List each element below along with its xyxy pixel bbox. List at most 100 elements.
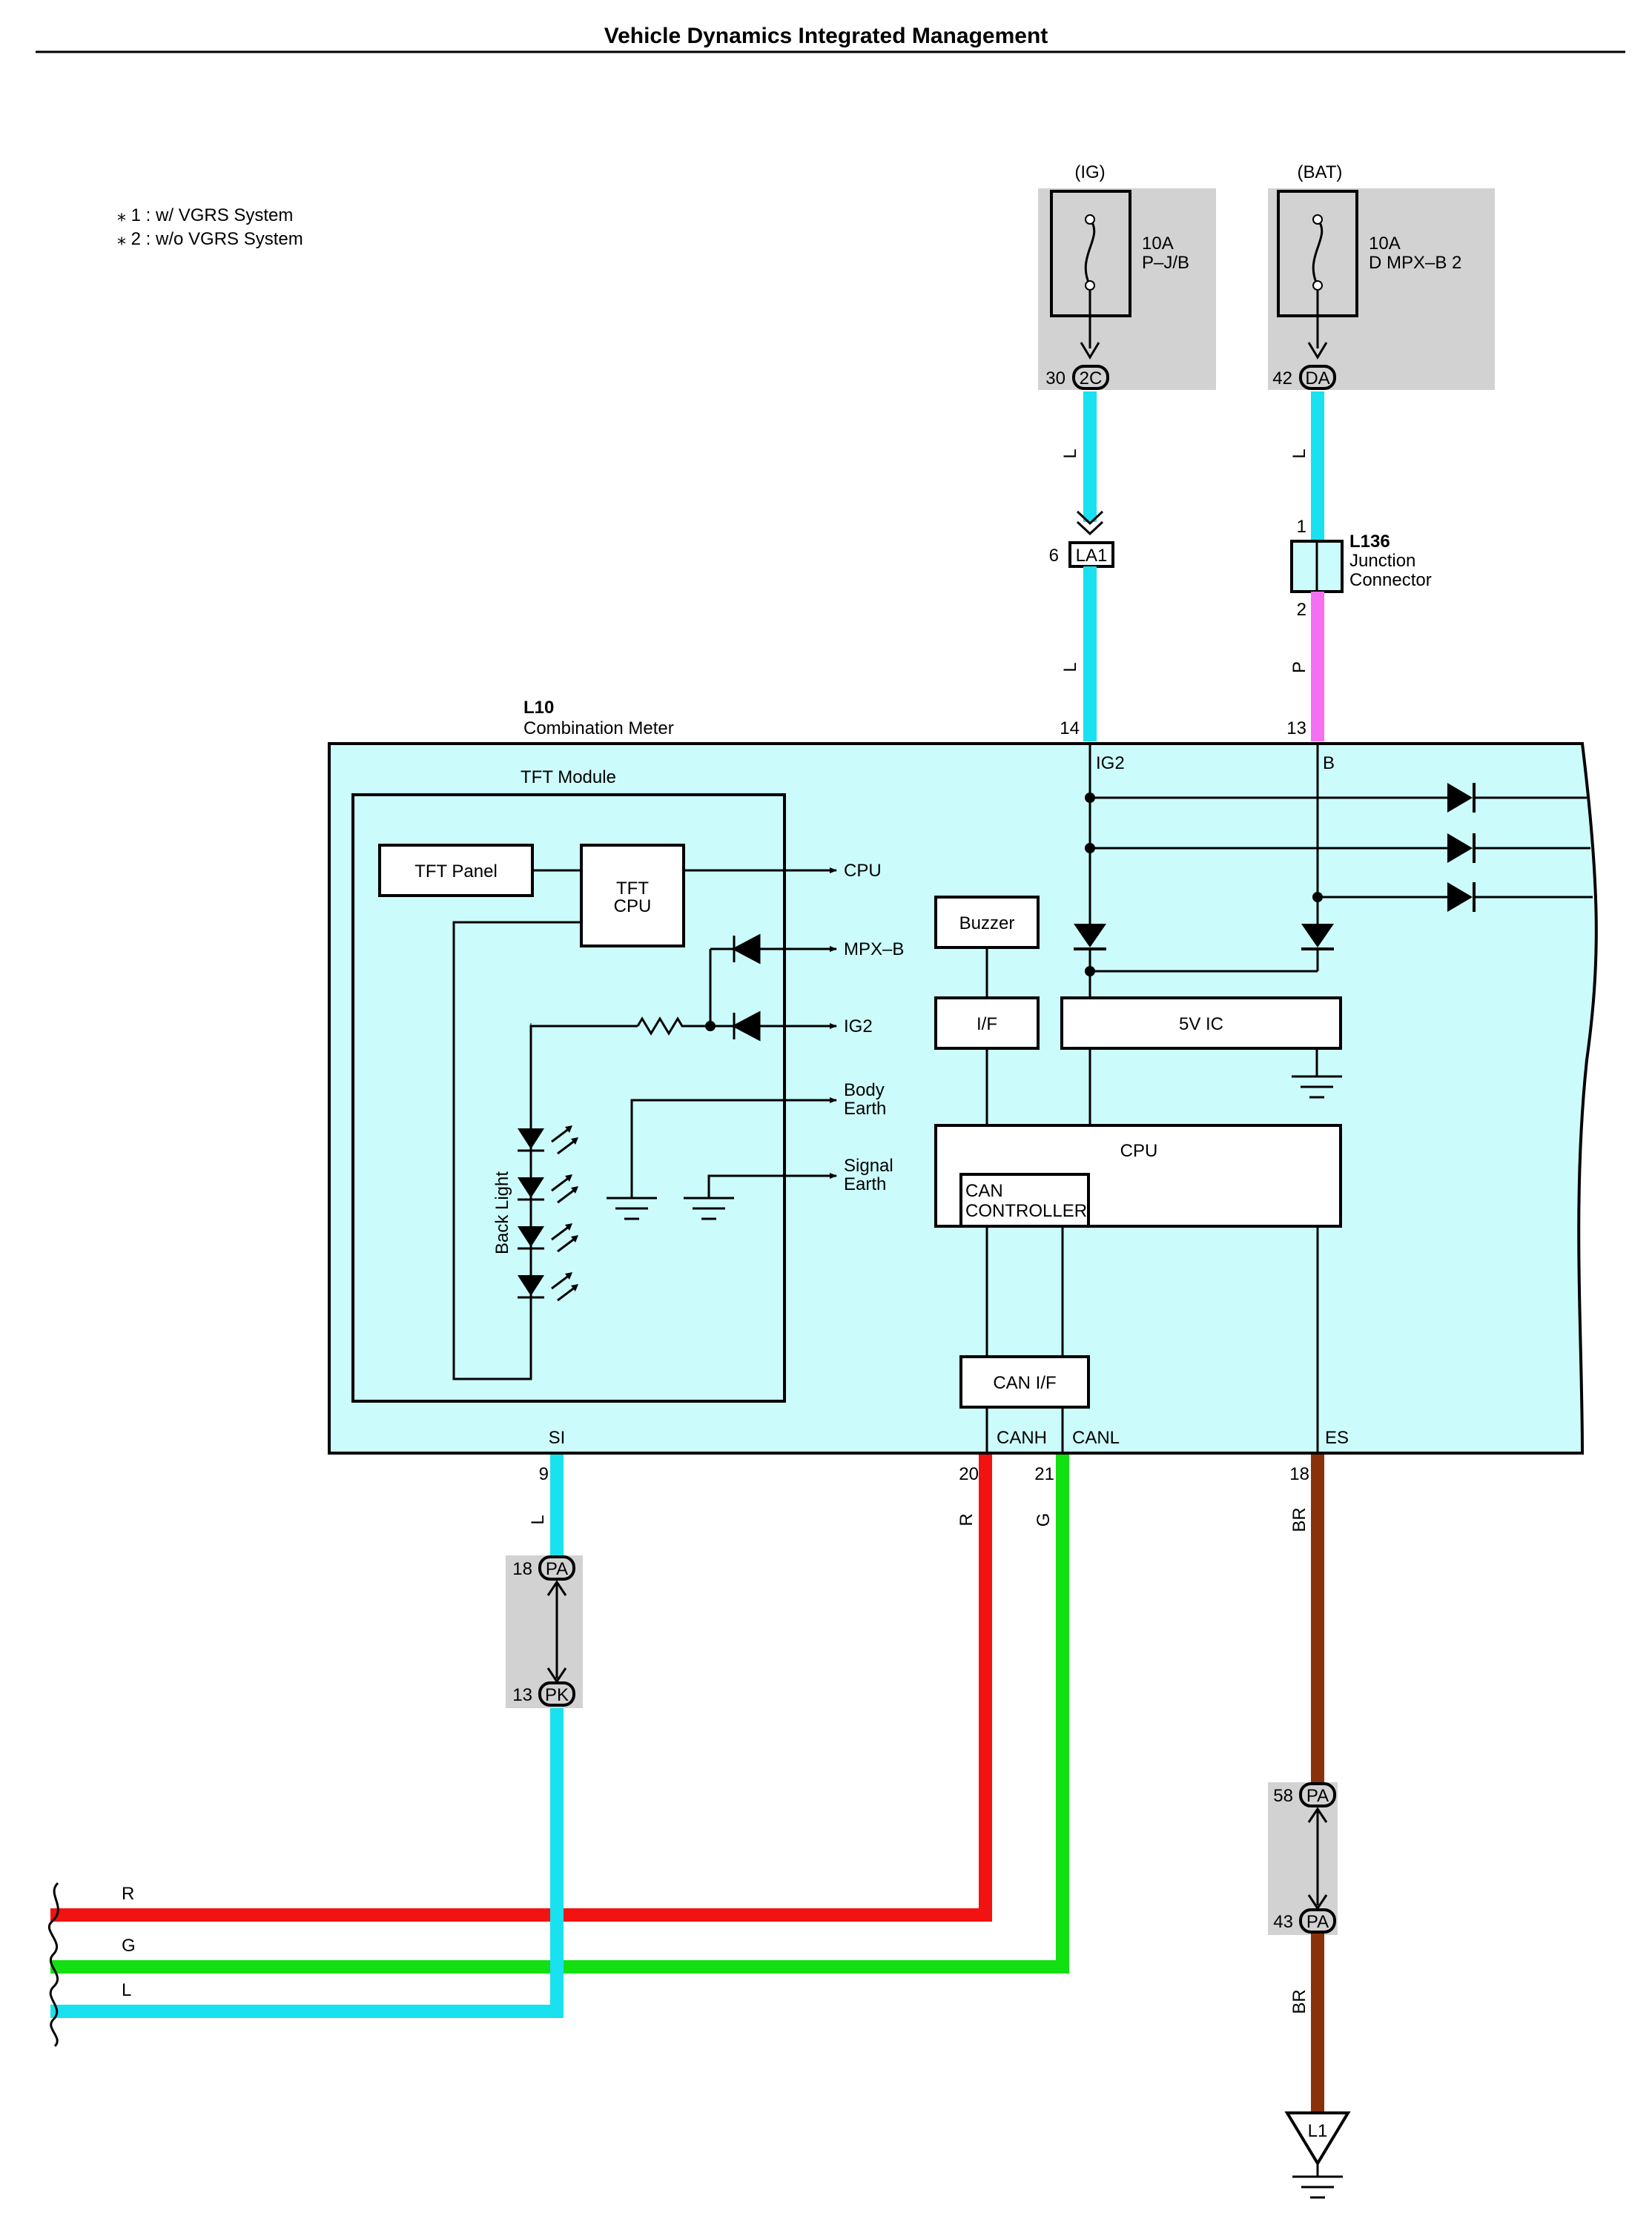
tft-cpu-label-2: CPU bbox=[614, 896, 652, 916]
bus-label-l: L bbox=[122, 1980, 131, 2000]
can-controller-box bbox=[959, 1173, 1090, 1228]
fuse-ig-icon bbox=[1084, 219, 1096, 286]
tft-out-signal-earth-1: Signal bbox=[844, 1156, 893, 1176]
la1-connector bbox=[1068, 541, 1114, 568]
fuse-ig-name: P–J/B bbox=[1142, 253, 1189, 273]
meter-label-canh: CANH bbox=[997, 1428, 1047, 1448]
wire-bat-lower-color: P bbox=[1289, 661, 1309, 673]
wire-bat-upper-color: L bbox=[1289, 449, 1309, 458]
tft-cpu bbox=[580, 844, 685, 947]
fuse-bat-pin: 42 bbox=[1272, 368, 1292, 388]
si-connector-upper-pin: 18 bbox=[512, 1559, 532, 1579]
es-connector-lower-label: PA bbox=[1306, 1912, 1329, 1932]
tft-out-signal-earth-2: Earth bbox=[844, 1174, 886, 1194]
ground-l1-label: L1 bbox=[1308, 2121, 1328, 2141]
resistor bbox=[636, 1016, 710, 1036]
tft-out-cpu: CPU bbox=[844, 861, 882, 881]
backlight-loop bbox=[452, 921, 581, 1380]
si-connector-upper-label: PA bbox=[546, 1559, 568, 1579]
meter-label-si: SI bbox=[549, 1428, 566, 1448]
back-light-label: Back Light bbox=[492, 1171, 512, 1254]
fuse-bat-supply: (BAT) bbox=[1298, 162, 1343, 182]
ground-l1-icon bbox=[1292, 2163, 1343, 2199]
si-connector-bg bbox=[506, 1555, 583, 1708]
fuse-bat-rating: 10A bbox=[1369, 234, 1401, 254]
body-earth-ground-icon bbox=[607, 1197, 657, 1220]
wire-si-bus-joint bbox=[550, 1898, 564, 2018]
wire-ig-lower bbox=[1083, 566, 1097, 741]
can-if-label: CAN I/F bbox=[993, 1373, 1056, 1393]
l136-pin-out: 2 bbox=[1297, 600, 1306, 620]
note-no-vgrs: ⁎ 2 : w/o VGRS System bbox=[117, 229, 303, 249]
meter-pin-si: 9 bbox=[539, 1464, 549, 1484]
tft-out-body-earth-1: Body bbox=[844, 1080, 885, 1100]
tft-out-mpxb: MPX–B bbox=[844, 939, 904, 959]
can-controller-label-2: CONTROLLER bbox=[965, 1201, 1087, 1221]
cpu-label: CPU bbox=[1120, 1141, 1158, 1161]
meter-id: L10 bbox=[523, 698, 554, 718]
fuse-bat-background bbox=[1268, 188, 1495, 390]
buzzer-label: Buzzer bbox=[959, 913, 1015, 933]
fuse-ig-group: (IG) 10A P–J/B 2C 30 bbox=[1038, 162, 1216, 390]
tft-out-body-earth-2: Earth bbox=[844, 1099, 886, 1119]
fuse-ig-connector bbox=[1072, 365, 1109, 390]
tft-panel-label: TFT Panel bbox=[414, 861, 498, 881]
meter-label-ig2: IG2 bbox=[1096, 753, 1125, 773]
tft-out-ig2: IG2 bbox=[844, 1016, 873, 1036]
5v-ic-ground-icon bbox=[1292, 1048, 1342, 1099]
es-connector-lower-pin: 43 bbox=[1273, 1912, 1293, 1932]
fuse-ig-supply: (IG) bbox=[1074, 162, 1105, 182]
wire-canl bbox=[1056, 1455, 1069, 1974]
wire-canh bbox=[979, 1455, 992, 1922]
signal-earth-line bbox=[707, 1173, 837, 1198]
es-connector-lower bbox=[1299, 1908, 1336, 1934]
wire-si-color: L bbox=[528, 1515, 548, 1524]
led-chain-icon bbox=[518, 1125, 578, 1372]
wire-ig-upper-color: L bbox=[1060, 449, 1080, 458]
5v-ic-label: 5V IC bbox=[1179, 1014, 1223, 1034]
si-connector-lower-pin: 13 bbox=[512, 1685, 532, 1705]
meter-pin-es: 18 bbox=[1289, 1464, 1309, 1484]
wire-es-color: BR bbox=[1289, 1507, 1309, 1532]
l136-pin-in: 1 bbox=[1297, 517, 1306, 537]
bus-break-icon bbox=[47, 1882, 59, 2048]
l136-name-1: Junction bbox=[1349, 551, 1415, 571]
meter-pin-canh: 20 bbox=[959, 1464, 979, 1484]
can-if-box bbox=[959, 1355, 1090, 1409]
fuse-bat-group: (BAT) 10A D MPX–B 2 DA 42 bbox=[1268, 162, 1495, 390]
si-connector-upper bbox=[538, 1555, 575, 1581]
meter-label-b: B bbox=[1323, 753, 1335, 773]
wire-es-lower bbox=[1311, 1934, 1324, 2113]
note-vgrs: ⁎ 1 : w/ VGRS System bbox=[117, 205, 293, 225]
fuse-ig-pin: 30 bbox=[1045, 368, 1065, 388]
fuse-ig-rating: 10A bbox=[1142, 234, 1174, 254]
tft-module-box bbox=[351, 793, 786, 1403]
bus-label-g: G bbox=[122, 1936, 136, 1956]
if-label: I/F bbox=[977, 1014, 997, 1034]
tft-panel bbox=[378, 844, 534, 897]
bus-l bbox=[50, 2005, 564, 2018]
la1-pin: 6 bbox=[1049, 546, 1059, 566]
fuse-ig-background bbox=[1038, 188, 1216, 390]
si-connector-lower bbox=[538, 1681, 575, 1707]
la1-chevrons bbox=[1076, 510, 1104, 536]
wire-canh-color: R bbox=[956, 1513, 977, 1526]
meter-label-canl: CANL bbox=[1072, 1428, 1120, 1448]
can-controller-label-1: CAN bbox=[965, 1181, 1003, 1201]
bus-r bbox=[50, 1908, 992, 1922]
5v-ic-box bbox=[1060, 996, 1342, 1050]
wire-bat-upper bbox=[1311, 391, 1324, 540]
si-connector-lower-label: PK bbox=[545, 1685, 569, 1705]
ground-l1-symbol bbox=[1284, 2111, 1351, 2166]
wire-ig-upper bbox=[1083, 391, 1097, 522]
meter-pin-ig2: 14 bbox=[1060, 718, 1080, 738]
if-box bbox=[934, 996, 1040, 1050]
wire-es bbox=[1311, 1455, 1324, 1787]
fuse-bat-connector-label: DA bbox=[1305, 368, 1329, 388]
l136-id: L136 bbox=[1349, 532, 1390, 552]
fuse-bat-icon bbox=[1312, 219, 1324, 286]
body-earth-line bbox=[630, 1097, 837, 1198]
meter-pin-b: 13 bbox=[1286, 718, 1306, 738]
wire-es-lower-color: BR bbox=[1289, 1989, 1309, 2014]
